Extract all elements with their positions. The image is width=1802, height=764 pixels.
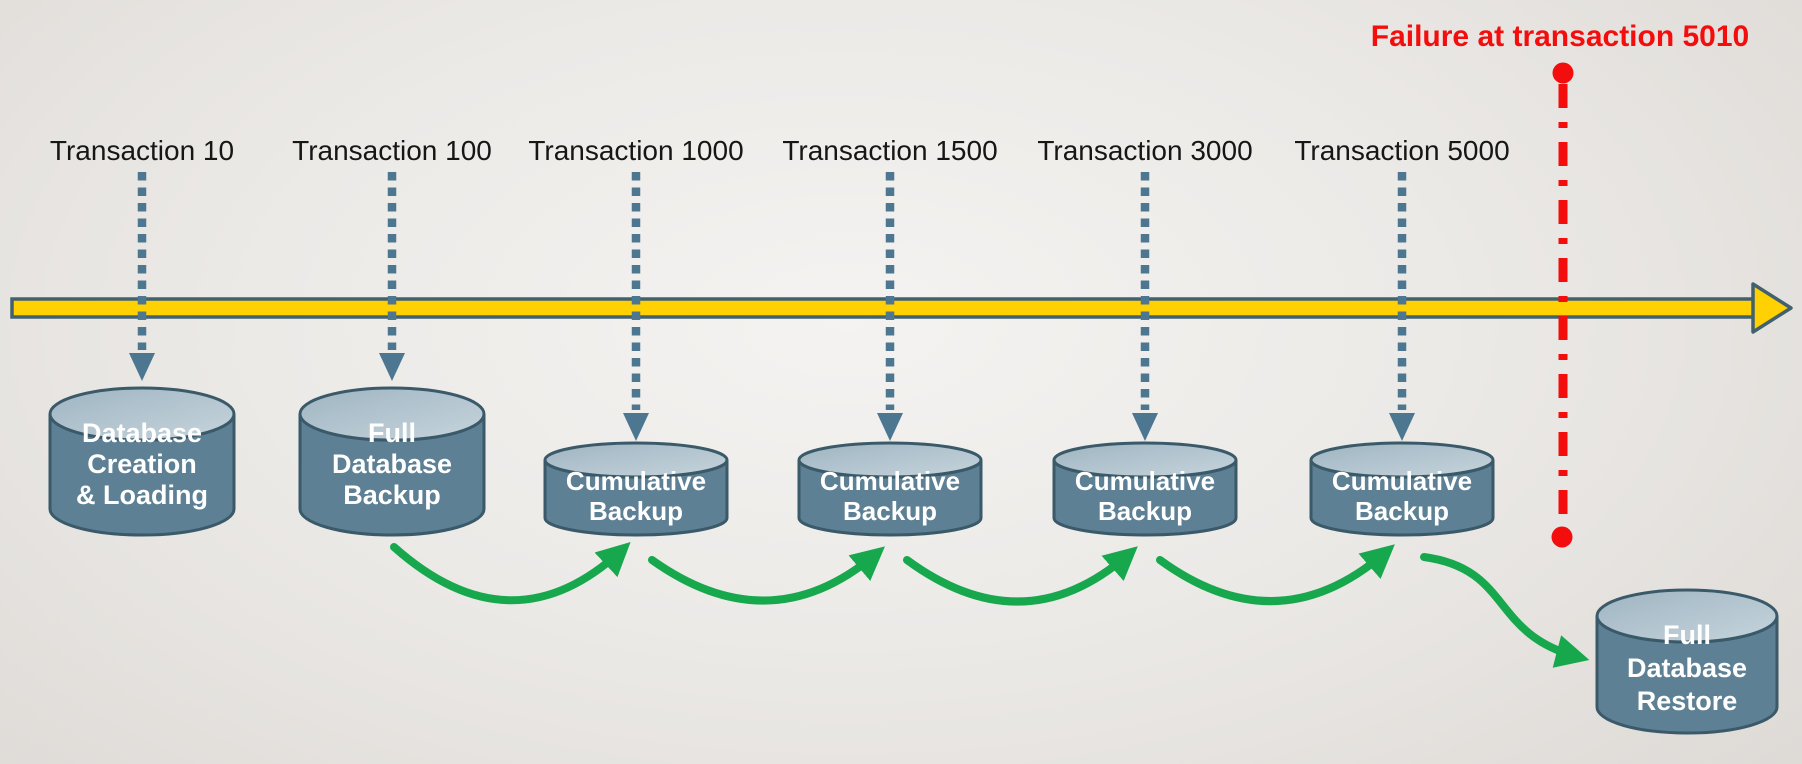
green-arrows (390, 542, 1590, 668)
cylinder-label-line: Cumulative (566, 466, 706, 496)
cylinder-label-line: Cumulative (1075, 466, 1215, 496)
timeline-arrowhead-icon (1751, 282, 1793, 334)
cylinder-label-line: Cumulative (820, 466, 960, 496)
dotted-arrow-2 (379, 172, 405, 381)
green-arrow-1 (390, 542, 631, 605)
timeline-shaft (10, 297, 1760, 319)
cylinder-label-line: Backup (343, 480, 441, 510)
transaction-labels: Transaction 10 Transaction 100 Transacti… (50, 135, 1510, 166)
down-arrowhead-icon (877, 413, 903, 441)
cylinder-label-line: Database (332, 449, 452, 479)
dotted-arrow-6 (1389, 172, 1415, 441)
cylinder-label-line: Full (1663, 620, 1711, 650)
down-arrowhead-icon (129, 353, 155, 381)
green-arrow-4 (1156, 544, 1395, 606)
down-arrowhead-icon (1389, 413, 1415, 441)
down-arrowhead-icon (379, 353, 405, 381)
down-arrowhead-icon (623, 413, 649, 441)
dotted-arrow-1 (129, 172, 155, 381)
cylinder-cap (797, 441, 983, 479)
transaction-label-3: Transaction 1000 (528, 135, 743, 166)
transaction-label-6: Transaction 5000 (1294, 135, 1509, 166)
cylinder-label-line: Restore (1637, 686, 1738, 716)
cylinder-cumulative-backup-2: Cumulative Backup (797, 441, 983, 537)
green-arrow-2 (648, 546, 885, 605)
green-arrow-restore (1420, 553, 1590, 668)
cylinder-cap (543, 441, 729, 479)
cylinder-label-line: Database (1627, 653, 1747, 683)
dotted-arrow-4 (877, 172, 903, 441)
cylinder-cumulative-backup-3: Cumulative Backup (1052, 441, 1238, 537)
cylinder-label-line: Backup (1355, 496, 1449, 526)
dotted-arrow-3 (623, 172, 649, 441)
down-arrowhead-icon (1132, 413, 1158, 441)
cylinder-label-line: Creation (87, 449, 197, 479)
cylinder-label-line: Backup (1098, 496, 1192, 526)
cylinder-label-line: Backup (843, 496, 937, 526)
failure-dot-bottom (1551, 526, 1573, 548)
failure-dot-top (1552, 62, 1574, 84)
cylinder-cumulative-backup-1: Cumulative Backup (543, 441, 729, 537)
failure-marker: Failure at transaction 5010 (1371, 20, 1750, 548)
cylinder-label-line: Database (82, 418, 202, 448)
cylinder-cap (1052, 441, 1238, 479)
cylinder-cap (1595, 588, 1779, 644)
dotted-arrow-5 (1132, 172, 1158, 441)
cylinder-database-creation-loading: Database Creation & Loading (48, 386, 236, 537)
transaction-label-2: Transaction 100 (292, 135, 492, 166)
cylinder-cap (298, 386, 486, 442)
cylinder-cumulative-backup-4: Cumulative Backup (1309, 441, 1495, 537)
cylinder-cap (1309, 441, 1495, 479)
cylinder-label-line: Backup (589, 496, 683, 526)
transaction-label-4: Transaction 1500 (782, 135, 997, 166)
dotted-arrows (129, 172, 1415, 441)
cylinder-label-line: Cumulative (1332, 466, 1472, 496)
cylinder-cap (48, 386, 236, 442)
cylinder-full-database-backup: Full Database Backup (298, 386, 486, 537)
transaction-label-5: Transaction 3000 (1037, 135, 1252, 166)
failure-label: Failure at transaction 5010 (1371, 20, 1750, 53)
cylinder-full-database-restore: Full Database Restore (1595, 588, 1779, 735)
transaction-label-1: Transaction 10 (50, 135, 234, 166)
green-arrow-3 (903, 546, 1138, 606)
cylinder-label-line: Full (368, 418, 416, 448)
cylinder-label-line: & Loading (76, 480, 208, 510)
timeline-arrow (10, 282, 1793, 334)
